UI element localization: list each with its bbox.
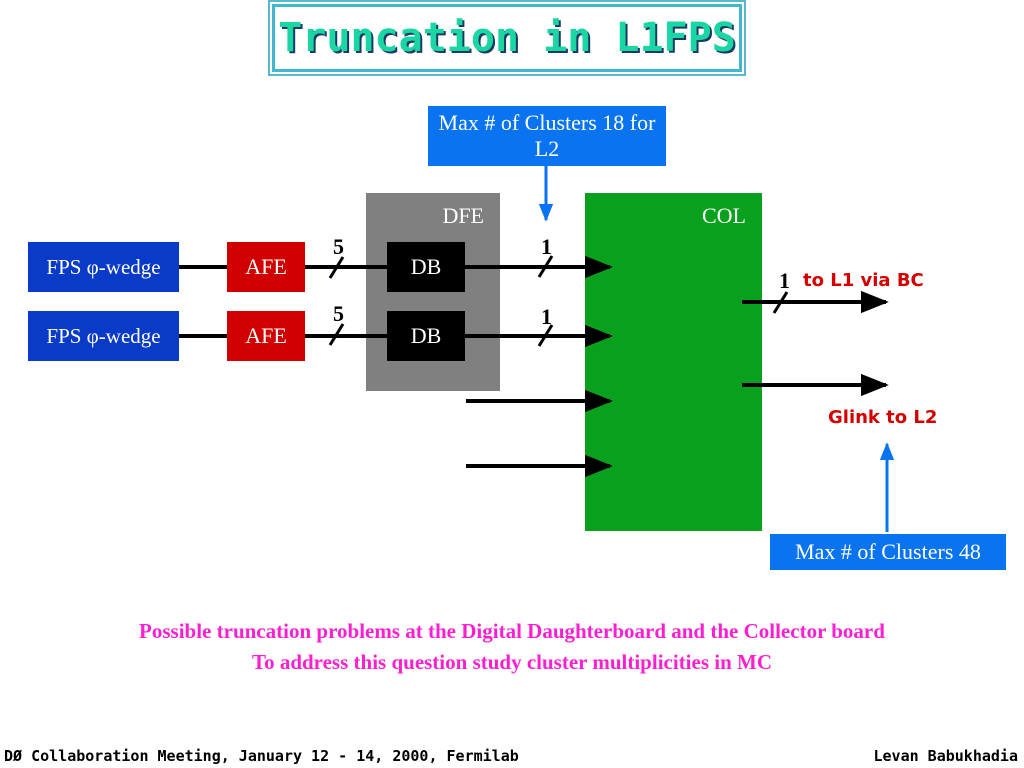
bus-slash-afe-db-2 <box>328 323 345 346</box>
fps-wedge-2: FPS φ-wedge <box>28 311 179 361</box>
max-clusters-48-box: Max # of Clusters 48 <box>770 534 1006 570</box>
footer-left: DØ Collaboration Meeting, January 12 - 1… <box>4 747 519 765</box>
col-block: COL <box>585 193 762 531</box>
bus-width-db-col-1: 1 <box>541 234 552 259</box>
db-block-2: DB <box>387 311 465 361</box>
max-clusters-l2-box: Max # of Clusters 18 for L2 <box>428 106 666 166</box>
footer-right: Levan Babukhadia <box>873 747 1019 765</box>
afe-block-2: AFE <box>227 311 305 361</box>
bus-slash-db-col-2 <box>537 324 554 347</box>
db-block-1: DB <box>387 242 465 292</box>
slide-title: Truncation in L1FPS <box>278 15 736 61</box>
to-l1-label: to L1 via BC <box>803 270 924 291</box>
fps-wedge-1: FPS φ-wedge <box>28 242 179 292</box>
bus-width-afe-db-2: 5 <box>333 301 344 326</box>
bus-slash-afe-db-1 <box>328 256 345 279</box>
glink-label: Glink to L2 <box>828 407 938 428</box>
dfe-label: DFE <box>442 203 484 228</box>
afe-block-1: AFE <box>227 242 305 292</box>
bus-slash-to-l1 <box>772 291 789 314</box>
bus-width-to-l1: 1 <box>779 268 790 293</box>
bus-width-db-col-2: 1 <box>541 304 552 329</box>
caption-line-2: To address this question study cluster m… <box>251 650 773 674</box>
bus-width-afe-db-1: 5 <box>333 234 344 259</box>
title-box: Truncation in L1FPS <box>268 0 746 76</box>
col-label: COL <box>702 203 746 228</box>
caption-line-1: Possible truncation problems at the Digi… <box>139 619 885 643</box>
bus-slash-db-col-1 <box>537 255 554 278</box>
